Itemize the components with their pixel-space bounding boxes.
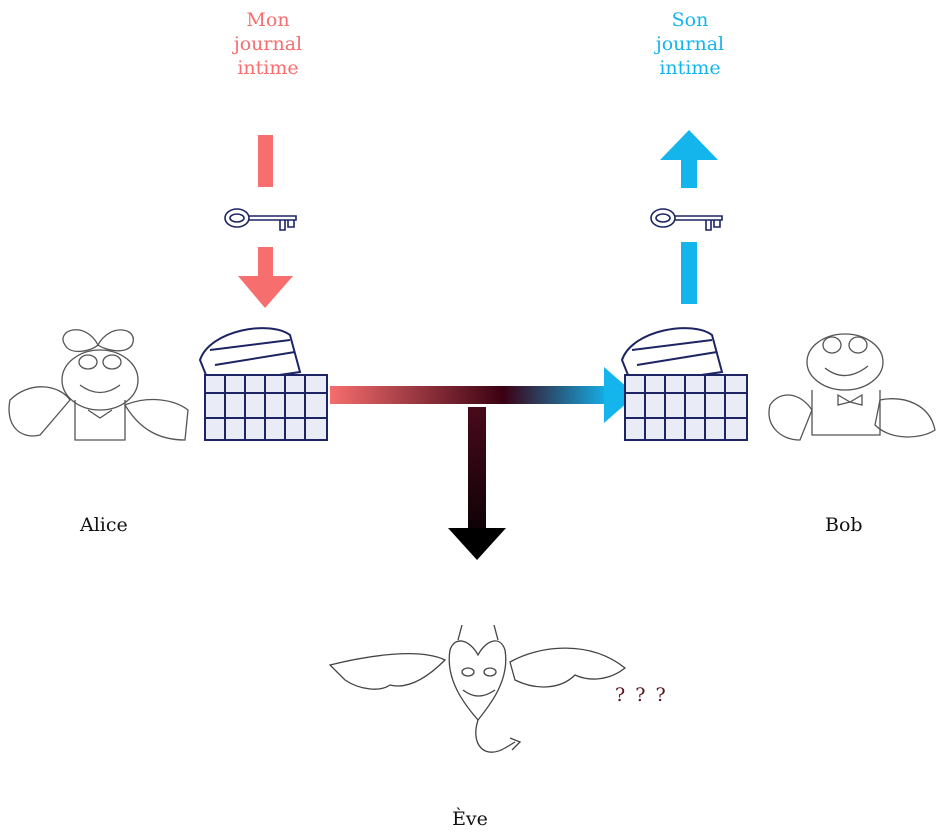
alice-arrow-head bbox=[238, 276, 293, 308]
alice-message-label: Mon journal intime bbox=[218, 8, 318, 80]
bob-arrow-head bbox=[660, 130, 718, 160]
bob-message-label: Son journal intime bbox=[640, 8, 740, 80]
frog-alice-icon bbox=[8, 329, 189, 441]
eve-question-marks: ? ? ? bbox=[615, 684, 668, 706]
transfer-arrow-head bbox=[604, 367, 636, 423]
transfer-arrow-shaft bbox=[330, 386, 612, 404]
alice-arrow-bar bbox=[258, 135, 273, 187]
bob-name: Bob bbox=[825, 514, 863, 536]
key-icon bbox=[224, 208, 297, 231]
treasure-chest-icon bbox=[198, 327, 328, 441]
bat-devil-icon bbox=[328, 624, 627, 753]
alice-name: Alice bbox=[80, 514, 128, 536]
alice-arrow-shaft bbox=[258, 247, 273, 277]
bob-message-line-2: journal bbox=[655, 33, 725, 55]
frog-bob-icon bbox=[768, 333, 936, 441]
alice-message-line-1: Mon bbox=[246, 9, 290, 31]
key-icon bbox=[650, 208, 723, 231]
bob-arrow-top-bar bbox=[681, 160, 697, 188]
bob-arrow-bar bbox=[681, 242, 697, 304]
alice-message-line-3: intime bbox=[237, 57, 299, 79]
bob-message-line-1: Son bbox=[671, 9, 709, 31]
eve-name: Ève bbox=[452, 808, 488, 830]
alice-message-line-2: journal bbox=[233, 33, 303, 55]
eve-arrow-head bbox=[448, 528, 506, 560]
treasure-chest-icon bbox=[620, 327, 748, 441]
bob-message-line-3: intime bbox=[659, 57, 721, 79]
eve-arrow-shaft bbox=[468, 407, 486, 531]
